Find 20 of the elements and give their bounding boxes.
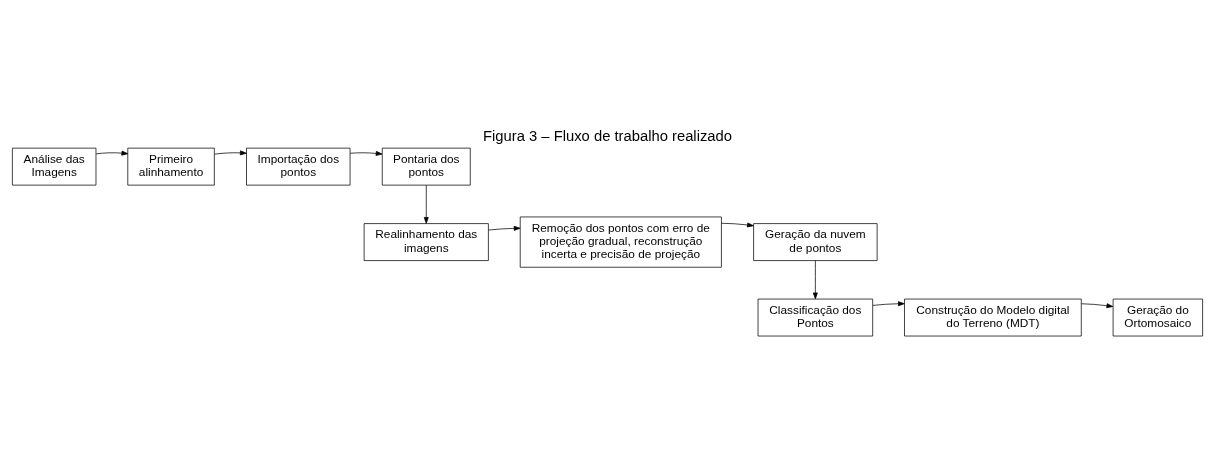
node-box: Geração do Ortomosaico <box>1112 298 1203 336</box>
arrow <box>423 184 429 224</box>
arrow <box>95 150 129 156</box>
arrow <box>214 149 247 155</box>
arrow <box>872 300 905 306</box>
node-box: Construção do Modelo digital do Terreno (MDT) <box>904 298 1082 336</box>
node-box: Classificação dos Pontos <box>757 298 874 336</box>
node-box: Realinhamento das imagens <box>363 222 489 261</box>
arrow <box>812 259 818 299</box>
node-box: Pontaria dos pontos <box>381 147 471 185</box>
arrow <box>721 222 754 227</box>
arrow <box>1081 302 1114 308</box>
node-box: Geração da nuvem de pontos <box>753 222 878 261</box>
arrow <box>349 150 383 156</box>
node-box: Primeiro alinhamento <box>127 147 215 185</box>
diagram-title: Figura 3 – Fluxo de trabalho realizado <box>483 127 732 144</box>
node-box: Importação dos pontos <box>246 147 351 185</box>
node-box: Remoção dos pontos com erro de projeção gradual, reconstrução incerta e precisão de projeção <box>519 216 722 268</box>
node-box: Análise das Imagens <box>12 147 97 185</box>
arrow <box>488 225 521 231</box>
